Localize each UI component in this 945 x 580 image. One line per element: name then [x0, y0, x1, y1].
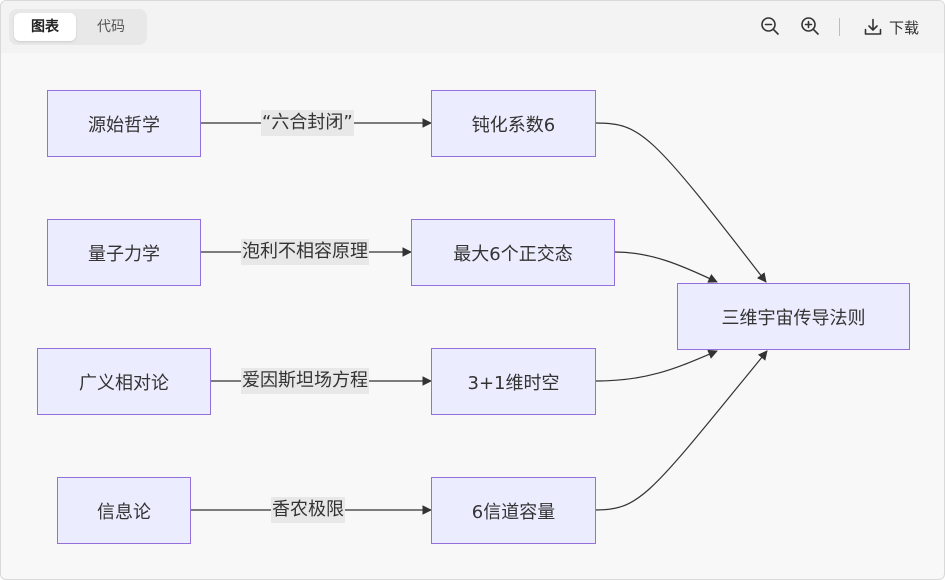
download-label: 下载: [889, 18, 920, 37]
node-universe-conduction-law[interactable]: 三维宇宙传导法则: [677, 283, 910, 350]
node-channel-capacity[interactable]: 6信道容量: [431, 477, 596, 544]
toolbar-divider: [839, 18, 840, 36]
node-information-theory[interactable]: 信息论: [57, 477, 191, 544]
tab-code[interactable]: 代码: [97, 19, 125, 35]
edge-label-pauli-exclusion: 泡利不相容原理: [241, 239, 369, 265]
zoom-out-icon: [761, 17, 779, 35]
download-button[interactable]: 下载: [863, 15, 919, 39]
edge-label-hexad-closure: “六合封闭”: [261, 110, 354, 136]
edge-label-shannon-limit: 香农极限: [271, 497, 345, 523]
edge-passivation-to-law: [595, 122, 767, 283]
edge-spacetime-to-law: [595, 349, 718, 382]
node-max-orthogonal-states[interactable]: 最大6个正交态: [411, 219, 615, 286]
tab-chart[interactable]: 图表: [14, 13, 76, 41]
zoom-in-button[interactable]: [799, 15, 821, 39]
zoom-out-button[interactable]: [759, 15, 781, 39]
view-tabs: 图表 代码: [9, 9, 147, 45]
zoom-in-icon: [801, 17, 819, 35]
edge-channel-to-law: [595, 350, 768, 511]
node-passivation-coefficient[interactable]: 钝化系数6: [431, 90, 596, 157]
node-spacetime-dimensions[interactable]: 3+1维时空: [431, 348, 596, 415]
diagram-canvas: 源始哲学 钝化系数6 量子力学 最大6个正交态 广义相对论 3+1维时空 信息论…: [1, 53, 944, 579]
node-general-relativity[interactable]: 广义相对论: [37, 348, 211, 415]
edge-label-einstein-field-equations: 爱因斯坦场方程: [241, 368, 369, 394]
node-quantum-mechanics[interactable]: 量子力学: [47, 219, 201, 286]
download-icon: [864, 18, 882, 35]
toolbar: 图表 代码 下载: [1, 1, 944, 53]
edge-orthogonal-to-law: [614, 251, 718, 283]
node-origin-philosophy[interactable]: 源始哲学: [47, 90, 201, 157]
